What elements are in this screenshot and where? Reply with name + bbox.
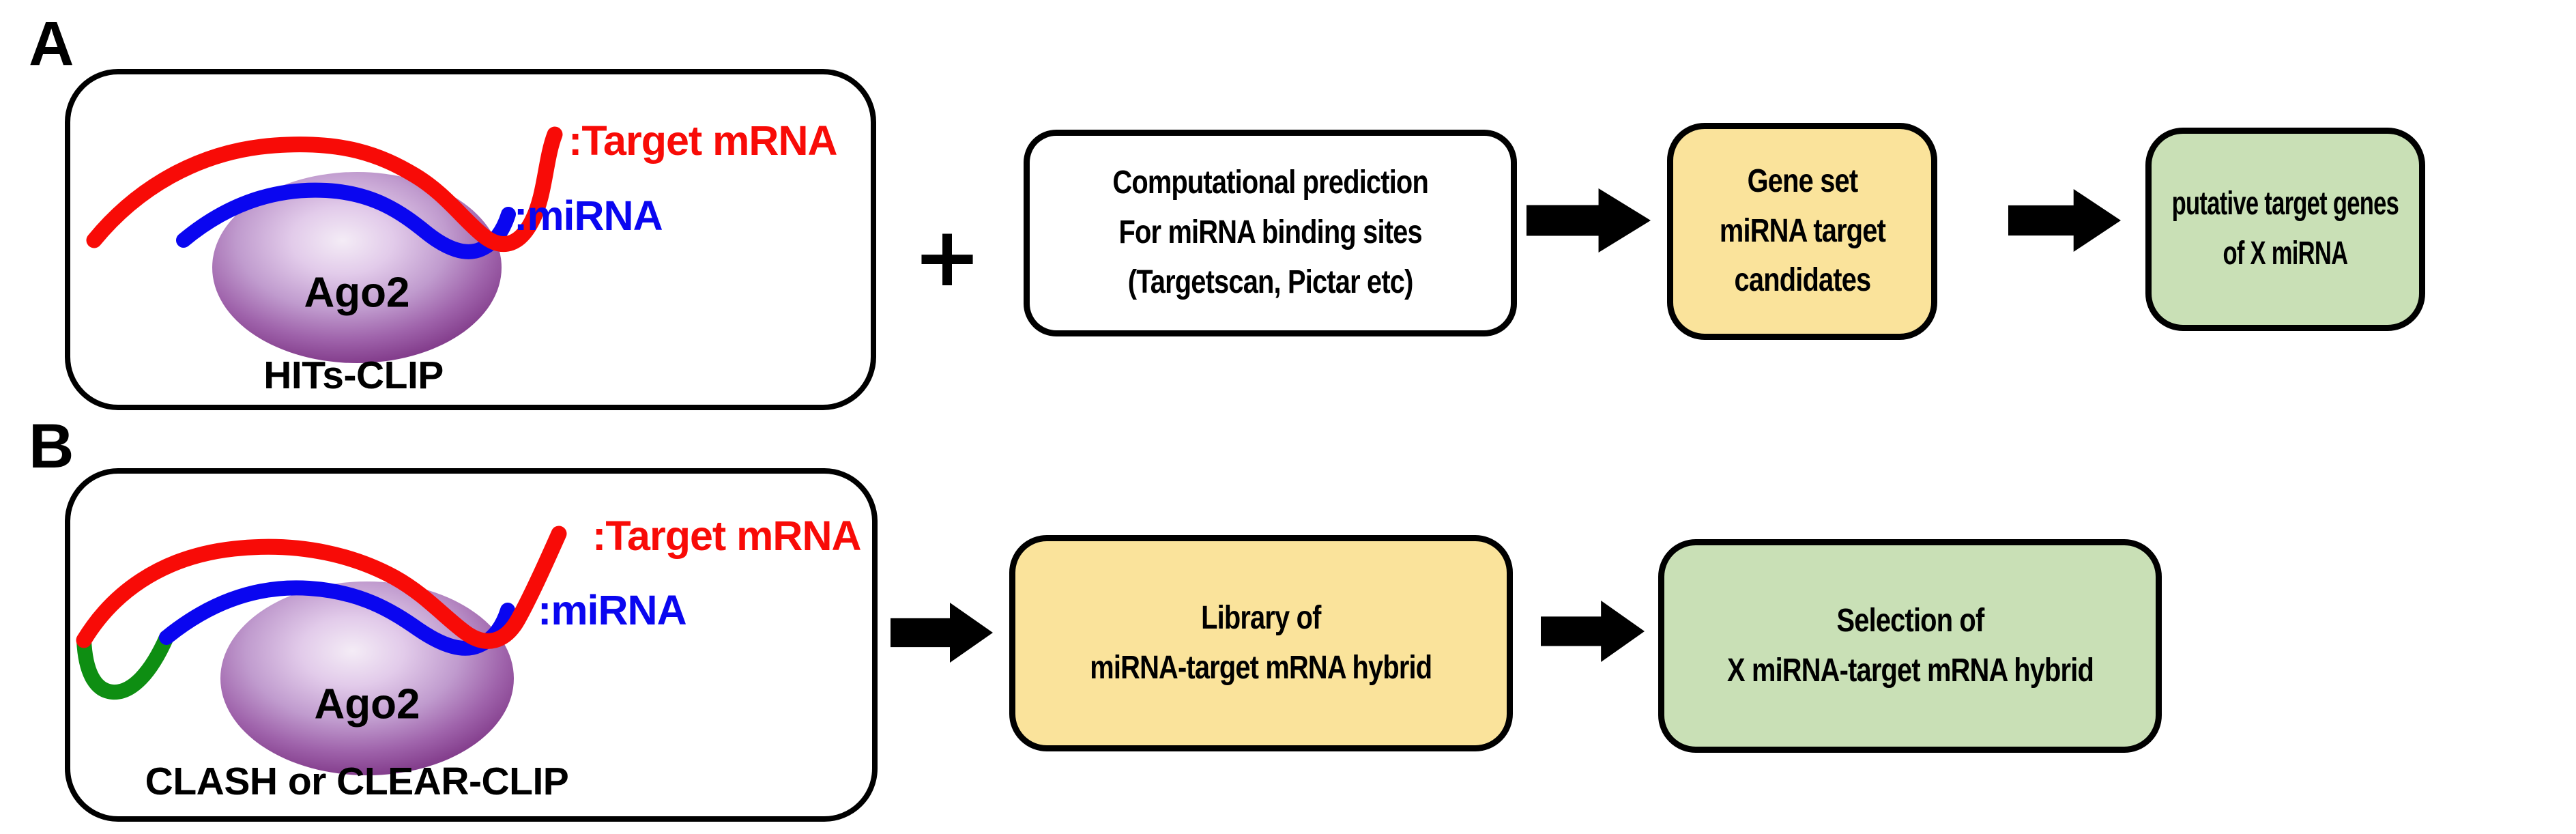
panel-b-clash-box: :Target mRNA :miRNA Ago2 CLASH or CLEAR-… [65, 468, 878, 822]
target-mrna-legend: :Target mRNA [568, 117, 838, 164]
target-mrna-curve [76, 526, 567, 649]
mirna-legend: :miRNA [514, 192, 663, 239]
prediction-line-1: Computational prediction [1112, 164, 1428, 201]
hybrid-selection-box: Selection of X miRNA-target mRNA hybrid [1658, 539, 2162, 753]
panel-b-label: B [29, 412, 74, 481]
mirna-curve [176, 182, 516, 259]
library-line-2: miRNA-target mRNA hybrid [1090, 649, 1433, 686]
ago2-protein-label: Ago2 [304, 269, 410, 317]
panel-a-rna-drawing [86, 126, 563, 363]
target-mrna-curve [86, 126, 563, 253]
method-name-clash-clear-clip: CLASH or CLEAR-CLIP [145, 760, 569, 803]
result-line-2: of X miRNA [2223, 235, 2349, 272]
panel-a-hits-clip-box: :Target mRNA :miRNA Ago2 HITs-CLIP [65, 69, 876, 410]
prediction-line-2: For miRNA binding sites [1118, 214, 1422, 251]
panel-a-label: A [29, 9, 74, 78]
plus-operator: + [912, 210, 982, 305]
prediction-line-3: (Targetscan, Pictar etc) [1127, 263, 1414, 300]
library-line-1: Library of [1201, 599, 1321, 636]
ago2-protein-label: Ago2 [314, 680, 420, 728]
hybrid-library-box: Library of miRNA-target mRNA hybrid [1009, 535, 1513, 751]
hybrid-linker-curve [76, 630, 174, 700]
result-line-1: putative target genes [2171, 186, 2399, 222]
panel-b-rna-drawing [76, 526, 567, 775]
ago2-protein-ellipse [212, 172, 502, 363]
selection-line-2: X miRNA-target mRNA hybrid [1726, 652, 2094, 689]
geneset-line-2: miRNA target [1719, 212, 1885, 249]
geneset-line-3: candidates [1734, 262, 1871, 299]
method-name-hits-clip: HITs-CLIP [263, 354, 444, 397]
flow-arrow-icon [1526, 188, 1651, 253]
target-mrna-legend: :Target mRNA [592, 513, 862, 559]
ago2-protein-ellipse [220, 581, 514, 775]
flow-arrow-icon [891, 603, 993, 663]
computational-prediction-box: Computational prediction For miRNA bindi… [1024, 130, 1517, 336]
mirna-legend: :miRNA [538, 587, 687, 633]
flow-arrow-icon [1541, 601, 1645, 662]
geneset-line-1: Gene set [1747, 162, 1857, 199]
putative-target-genes-box: putative target genes of X miRNA [2145, 128, 2425, 331]
flow-arrow-icon [2008, 189, 2121, 252]
gene-set-candidates-box: Gene set miRNA target candidates [1667, 123, 1937, 340]
selection-line-1: Selection of [1836, 602, 1984, 639]
